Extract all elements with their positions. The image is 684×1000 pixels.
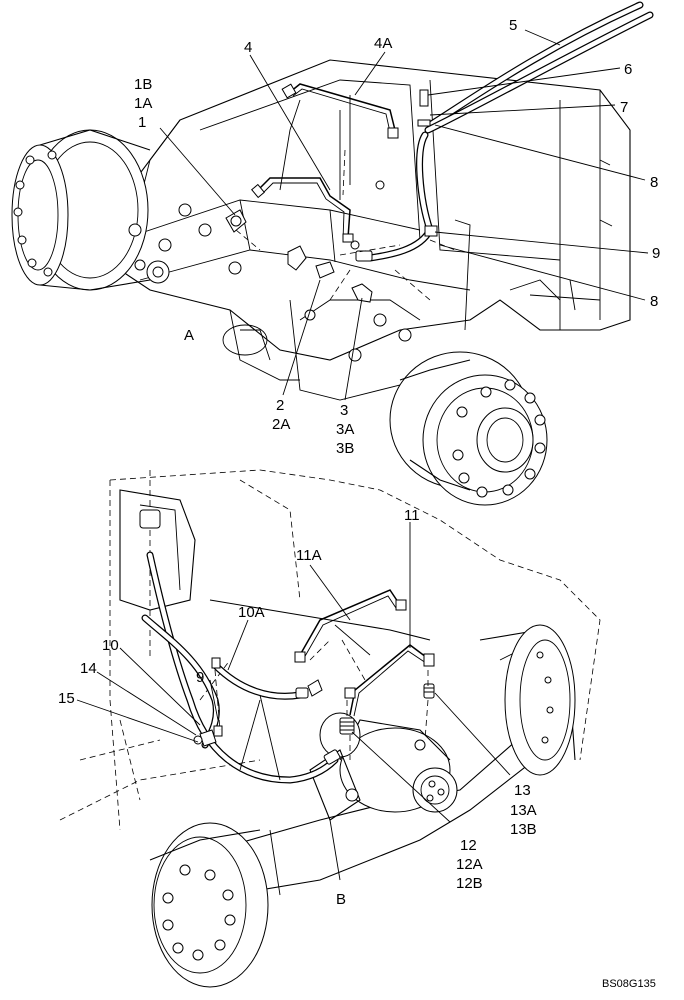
callout-13b: 13B [510, 821, 537, 838]
callout-4a: 4A [374, 35, 392, 52]
callout-3a: 3A [336, 421, 354, 438]
callout-13: 13 [514, 782, 531, 799]
callout-3: 3 [340, 402, 348, 419]
fitting-13 [423, 683, 435, 699]
callout-8-lower: 8 [650, 293, 658, 310]
callout-9-lower: 9 [196, 669, 204, 686]
callout-14: 14 [80, 660, 97, 677]
callout-1a: 1A [134, 95, 152, 112]
callout-labels: 1B 1A 1 4 4A 5 6 7 8 9 8 A 2 2A 3 3A 3B … [58, 17, 660, 990]
view-a-axle-assembly [11, 1, 654, 506]
view-label-a: A [184, 327, 194, 344]
callout-12a: 12A [456, 856, 483, 873]
callout-3b: 3B [336, 440, 354, 457]
callout-5: 5 [509, 17, 517, 34]
callout-13a: 13A [510, 802, 537, 819]
callout-6: 6 [624, 61, 632, 78]
callout-10a: 10A [238, 604, 265, 621]
callout-11: 11 [404, 507, 420, 524]
fitting-14 [199, 729, 217, 747]
callout-15: 15 [58, 690, 75, 707]
callout-9-upper: 9 [652, 245, 660, 262]
fitting-2-elbow [287, 245, 335, 279]
fitting-3-elbow [351, 283, 373, 303]
callout-1b: 1B [134, 76, 152, 93]
fitting-12 [339, 717, 355, 735]
leader-lines [76, 29, 649, 823]
callout-8-upper: 8 [650, 174, 658, 191]
callout-11a: 11A [296, 547, 322, 564]
callout-12: 12 [460, 837, 477, 854]
callout-1: 1 [138, 114, 146, 131]
callout-2a: 2A [272, 416, 290, 433]
fitting-1-tee [225, 209, 247, 233]
view-b-axle-assembly [59, 469, 601, 988]
callout-2: 2 [276, 397, 284, 414]
callout-4: 4 [244, 39, 252, 56]
view-label-b: B [336, 891, 346, 908]
callout-7: 7 [620, 99, 628, 116]
drawing-id: BS08G135 [602, 978, 656, 990]
callout-12b: 12B [456, 875, 483, 892]
callout-10: 10 [102, 637, 119, 654]
